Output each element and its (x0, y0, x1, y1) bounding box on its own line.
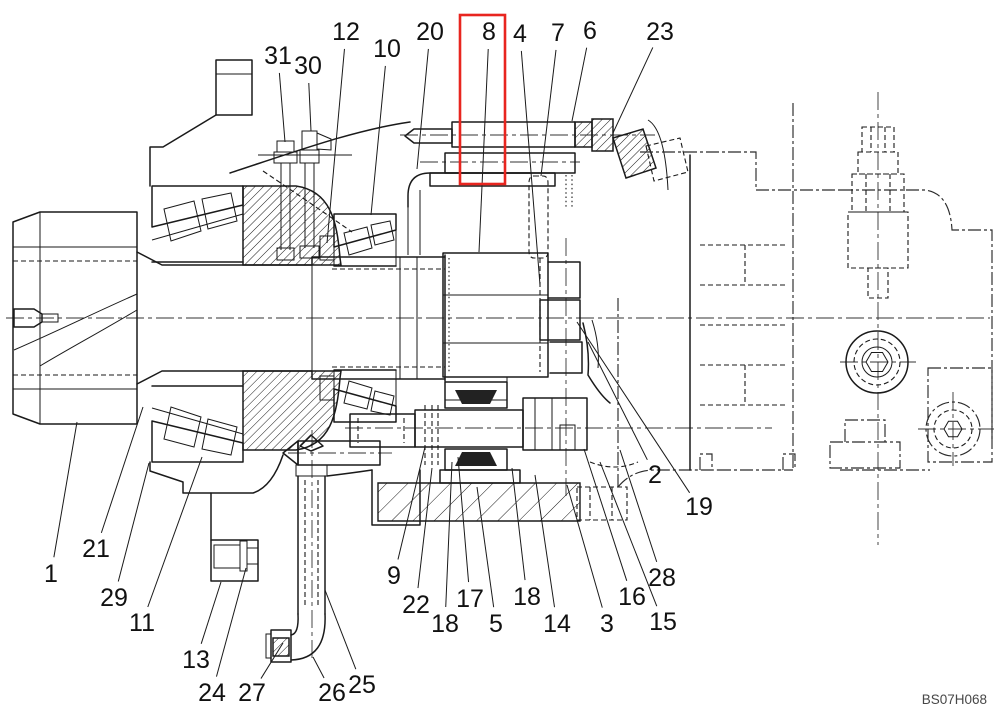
callout-14-13[interactable]: 14 (543, 610, 571, 638)
leader-line-27-27 (260, 642, 284, 679)
centerlines (6, 92, 994, 660)
leader-line-2-1 (587, 341, 648, 461)
callout-7-6[interactable]: 7 (551, 19, 565, 47)
callout-5-4[interactable]: 5 (489, 610, 503, 638)
callout-3-2[interactable]: 3 (600, 610, 614, 638)
callout-1-0[interactable]: 1 (44, 560, 58, 588)
callout-12-11[interactable]: 12 (332, 18, 360, 46)
leader-line-15-14 (599, 461, 658, 607)
leader-line-18-17 (445, 461, 453, 608)
callout-9-8[interactable]: 9 (387, 562, 401, 590)
leader-line-20-20 (416, 48, 429, 170)
leader-line-4-3 (520, 50, 541, 286)
leader-line-1-0 (53, 421, 78, 558)
callout-31-31[interactable]: 31 (264, 42, 292, 70)
leader-line-24-24 (215, 567, 247, 677)
leader-line-19-19 (576, 321, 691, 494)
drain-pipe (265, 434, 381, 663)
callout-2-1[interactable]: 2 (648, 461, 662, 489)
leader-line-30-30 (308, 82, 312, 132)
callout-19-19[interactable]: 19 (685, 493, 713, 521)
leader-line-22-22 (417, 467, 433, 589)
leader-line-17-16 (457, 456, 470, 583)
leader-line-5-4 (476, 486, 495, 608)
callout-10-9[interactable]: 10 (373, 35, 401, 63)
callout-22-22[interactable]: 22 (402, 591, 430, 619)
leader-line-8-7 (478, 48, 489, 253)
grease-fitting-straight (273, 140, 298, 261)
bearing-mid-upper (333, 213, 397, 267)
callout-4-3[interactable]: 4 (513, 20, 527, 48)
cover-bolt (404, 118, 689, 207)
leader-line-12-11 (326, 48, 345, 244)
callout-16-15[interactable]: 16 (618, 583, 646, 611)
leader-line-23-23 (612, 47, 654, 134)
clutch-drum (407, 172, 611, 404)
callout-25-25[interactable]: 25 (348, 671, 376, 699)
grease-fitting-elbow (299, 130, 332, 259)
motor-case (617, 103, 993, 488)
callout-18-17[interactable]: 18 (431, 610, 459, 638)
lower-pinion (349, 381, 639, 522)
callout-28-28[interactable]: 28 (648, 564, 676, 592)
leader-line-14-13 (534, 474, 556, 608)
callout-15-14[interactable]: 15 (649, 608, 677, 636)
leader-line-9-8 (397, 446, 426, 560)
leader-line-7-6 (540, 49, 557, 177)
callout-27-27[interactable]: 27 (238, 679, 266, 707)
leader-line-3-2 (566, 484, 603, 608)
bull-gear (242, 185, 342, 451)
selected-callout-highlight (458, 13, 507, 186)
leader-line-26-26 (312, 656, 325, 679)
leader-line-11-10 (147, 456, 203, 608)
callout-11-10[interactable]: 11 (129, 609, 155, 637)
leader-line-18-18 (511, 467, 526, 581)
port-plug-small (925, 401, 981, 457)
relief-valve (847, 126, 909, 299)
leader-line-25-25 (324, 589, 357, 670)
callout-30-30[interactable]: 30 (294, 52, 322, 80)
leader-line-10-9 (370, 65, 386, 216)
watermark: BS07H068 (922, 692, 987, 707)
leader-line-29-29 (117, 462, 150, 582)
callout-13-12[interactable]: 13 (182, 646, 210, 674)
leader-line-6-5 (571, 47, 588, 122)
leader-line-31-31 (278, 72, 286, 143)
callout-8-7[interactable]: 8 (482, 18, 496, 46)
leader-line-13-12 (200, 581, 222, 644)
callout-17-16[interactable]: 17 (456, 585, 484, 613)
callout-18-18[interactable]: 18 (513, 583, 541, 611)
bearing-front-upper (151, 185, 244, 263)
bearing-front-lower (151, 385, 244, 463)
leader-line-21-21 (100, 406, 144, 534)
gear-housing (149, 59, 421, 582)
callout-29-29[interactable]: 29 (100, 584, 128, 612)
leader-line-16-15 (583, 448, 628, 581)
callout-20-20[interactable]: 20 (416, 18, 444, 46)
callout-23-23[interactable]: 23 (646, 18, 674, 46)
leader-line-28-28 (619, 449, 658, 563)
callout-21-21[interactable]: 21 (82, 535, 110, 563)
callout-24-24[interactable]: 24 (198, 679, 226, 707)
callout-26-26[interactable]: 26 (318, 679, 346, 707)
callout-6-5[interactable]: 6 (583, 17, 597, 45)
port-plug-large (845, 330, 909, 394)
